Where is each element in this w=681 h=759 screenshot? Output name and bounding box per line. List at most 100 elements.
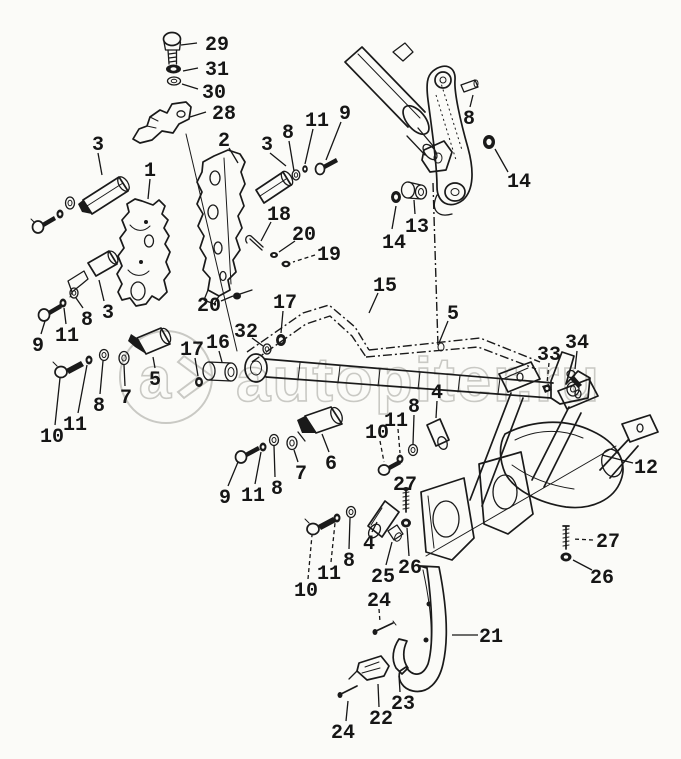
leader-line xyxy=(273,445,276,478)
washer-11-upper-left xyxy=(56,209,64,219)
pin-4-bottom xyxy=(367,500,400,539)
leader-line xyxy=(194,357,199,377)
bracket-28 xyxy=(132,101,192,144)
washer-7-center xyxy=(286,435,298,451)
part-number-label: 26 xyxy=(398,557,422,580)
leader-line xyxy=(254,451,262,485)
part-number-label: 10 xyxy=(294,580,318,603)
washer-8-lower-left xyxy=(69,287,79,299)
part-number-label: 19 xyxy=(317,244,341,267)
leader-line xyxy=(251,337,264,347)
bracket-1 xyxy=(116,198,171,307)
leader-line xyxy=(572,559,593,571)
part-number-label: 8 xyxy=(93,395,105,418)
part-number-label: 3 xyxy=(92,134,104,157)
part-number-label: 2 xyxy=(218,130,230,153)
leader-line xyxy=(469,94,474,108)
nut-26-right xyxy=(560,552,572,562)
leader-line xyxy=(180,42,198,46)
washer-11-bottom xyxy=(333,513,341,523)
part-number-label: 9 xyxy=(32,335,44,358)
leader-line xyxy=(280,310,284,334)
part-number-label: 24 xyxy=(331,722,355,745)
leader-line xyxy=(385,541,393,566)
pin-3-lower-left xyxy=(67,250,119,298)
leader-line xyxy=(98,279,105,302)
leader-line xyxy=(398,675,401,693)
bolt-10-mid xyxy=(377,460,401,476)
part-number-label: 7 xyxy=(295,463,307,486)
watermark-text: autopiter.ru xyxy=(236,346,601,415)
leader-line xyxy=(601,454,634,464)
bolt-9-lower-left xyxy=(37,304,62,322)
leader-line xyxy=(379,440,385,463)
part-number-label: 10 xyxy=(365,422,389,445)
part-number-label: 17 xyxy=(273,292,297,315)
part-number-label: 3 xyxy=(261,134,273,157)
part-number-label: 18 xyxy=(267,204,291,227)
part-number-label: 20 xyxy=(292,224,316,247)
part-number-label: 23 xyxy=(391,693,415,716)
part-number-label: 14 xyxy=(507,171,531,194)
bolt-9-bracket-2 xyxy=(314,158,338,176)
part-number-label: 21 xyxy=(479,626,503,649)
centerline xyxy=(432,182,439,348)
washer-8-bottom xyxy=(345,505,357,519)
watermark-logo-letter: a xyxy=(139,346,172,411)
pin-3-bracket-2 xyxy=(255,170,294,204)
leader-line xyxy=(391,205,397,230)
leader-line xyxy=(54,377,61,426)
bushing-16 xyxy=(202,361,238,382)
part-number-label: 11 xyxy=(63,414,87,437)
leader-line xyxy=(348,517,351,550)
leader-line xyxy=(412,414,415,445)
washer-11-lower-left xyxy=(59,298,67,308)
pin-5-left xyxy=(128,327,172,355)
leader-line xyxy=(260,221,272,242)
leader-line xyxy=(325,121,342,161)
upper-v-arm-15 xyxy=(246,304,541,370)
part-number-label: 25 xyxy=(371,566,395,589)
part-number-label: 16 xyxy=(206,332,230,355)
pin-24-upper xyxy=(372,620,397,635)
leader-line xyxy=(292,254,316,263)
hydraulic-cylinder xyxy=(344,42,453,173)
part-number-label: 8 xyxy=(271,478,283,501)
link-arm xyxy=(426,65,473,216)
leader-line xyxy=(435,400,438,419)
leader-line xyxy=(182,67,199,72)
leader-line xyxy=(307,534,313,580)
part-number-label: 8 xyxy=(463,108,475,131)
washer-8-bracket-2 xyxy=(291,169,301,181)
bolt-34 xyxy=(566,369,582,388)
bolt-9-upper-left xyxy=(30,216,56,234)
pin-3-upper-left xyxy=(78,176,130,215)
part-number-label: 7 xyxy=(120,387,132,410)
leader-line xyxy=(330,522,336,563)
nut-33 xyxy=(542,384,552,393)
washer-17-left xyxy=(195,377,203,387)
leader-line xyxy=(304,128,314,165)
part-number-label: 31 xyxy=(205,59,229,82)
ripper-frame-12 xyxy=(420,361,659,561)
leader-line xyxy=(77,364,88,414)
washer-11-center xyxy=(259,442,267,452)
leader-line xyxy=(574,350,578,370)
part-number-label: 15 xyxy=(373,275,397,298)
bolt-10-bottom xyxy=(304,517,336,536)
leader-line xyxy=(75,297,84,309)
part-number-label: 11 xyxy=(55,325,79,348)
ripper-shank-21 xyxy=(398,565,448,693)
bushing-14-right xyxy=(483,135,495,149)
part-number-label: 26 xyxy=(590,567,614,590)
leader-line xyxy=(97,152,103,176)
part-number-label: 12 xyxy=(634,457,658,480)
part-number-label: 8 xyxy=(343,550,355,573)
part-number-label: 1 xyxy=(144,160,156,183)
part-number-label: 32 xyxy=(234,321,258,344)
leader-line xyxy=(546,362,550,384)
leader-line xyxy=(123,364,126,387)
diagram-artwork xyxy=(30,31,659,698)
part-number-label: 8 xyxy=(408,396,420,419)
